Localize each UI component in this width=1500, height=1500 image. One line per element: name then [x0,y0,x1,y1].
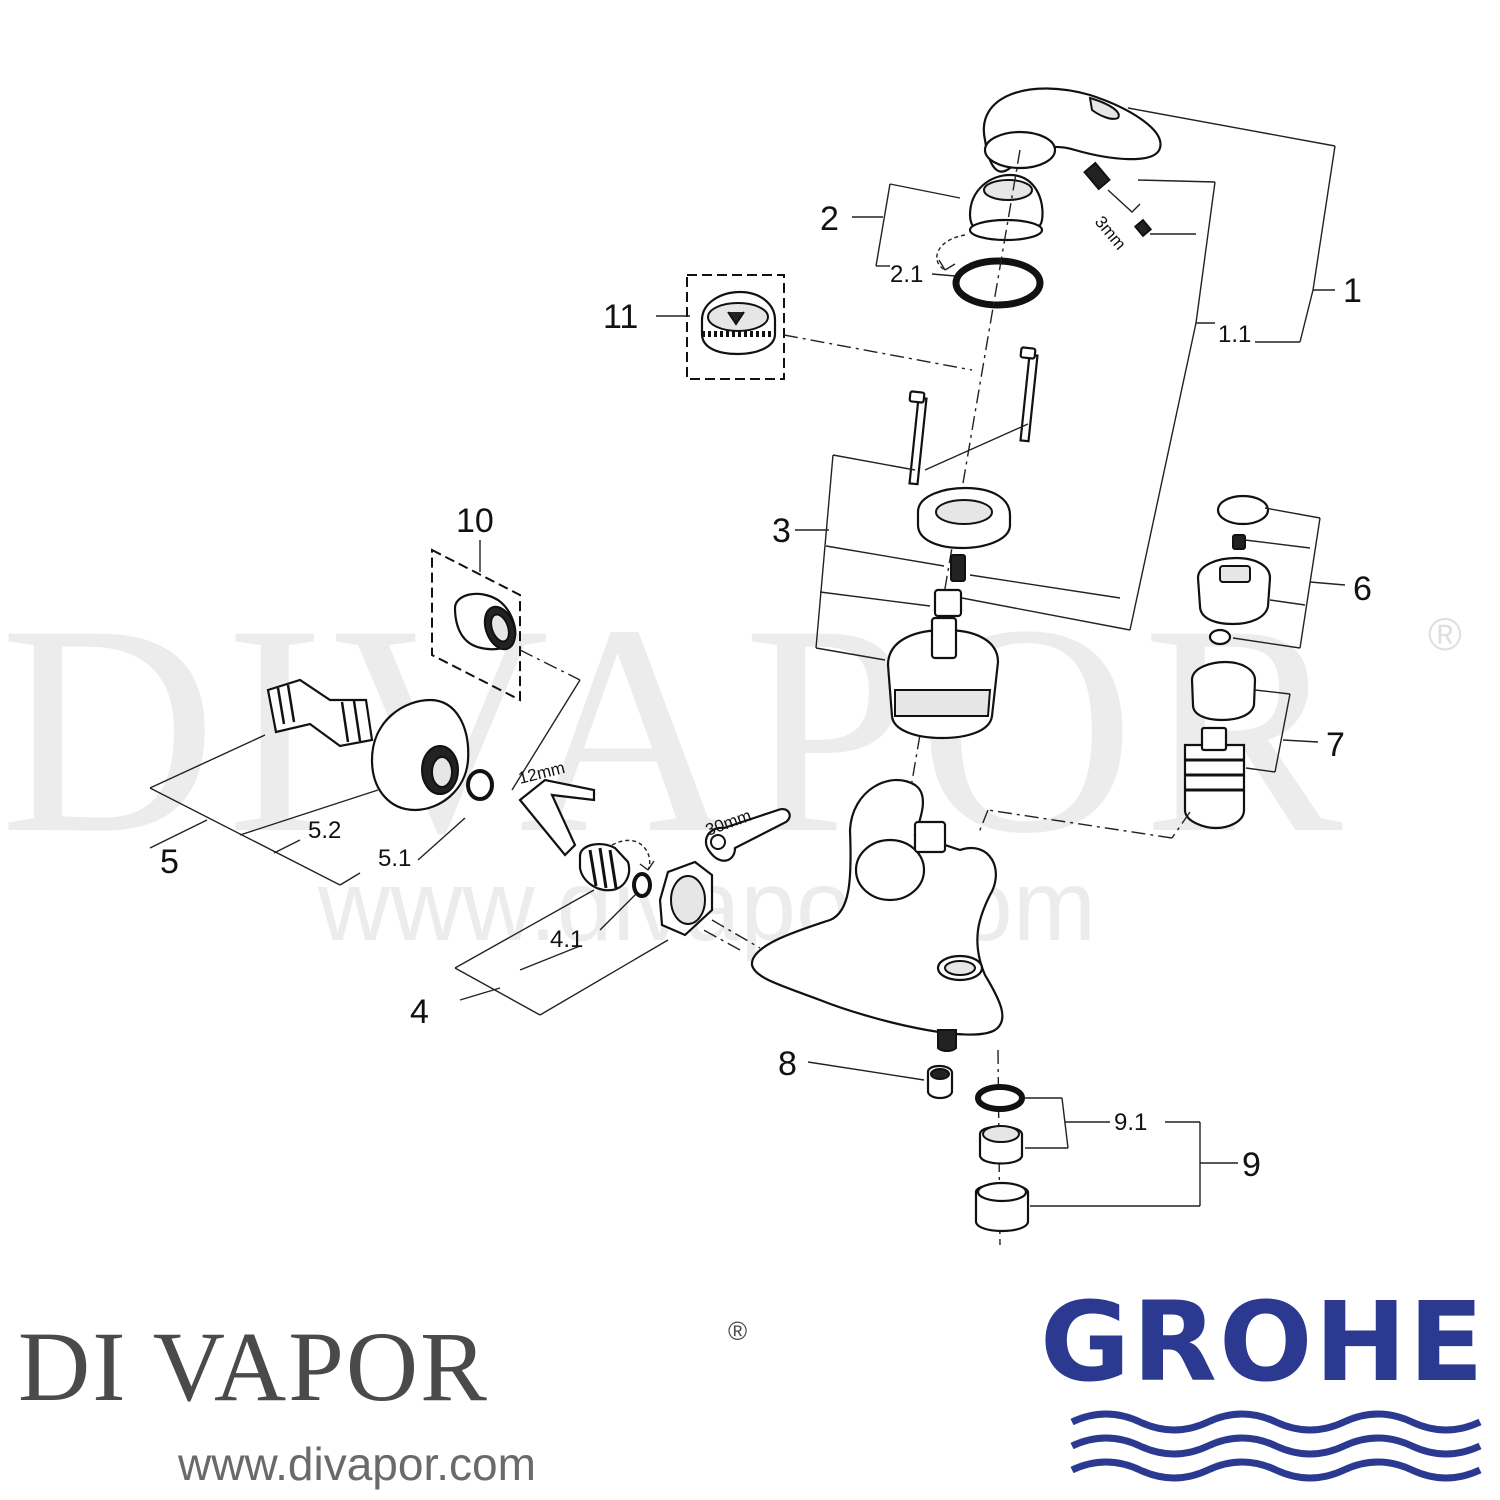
part-1-lever-handle [982,87,1162,173]
grub-screw [1083,161,1153,238]
part-4-nipple [578,843,652,898]
grohe-logo: GROHE [1040,1278,1486,1482]
callout-11: 11 [603,298,638,336]
mixer-body [750,779,1004,1052]
bracket-6 [1232,507,1346,649]
part-5-1-rosette [370,698,494,812]
part-3-spindle-parts [933,554,966,618]
part-8-check-valve [926,1064,954,1100]
callout-5-2: 5.2 [308,817,341,844]
part-4-nut [658,860,714,937]
grohe-wave-icon [1070,1410,1482,1482]
grohe-logo-text: GROHE [1040,1278,1486,1406]
watermark-registered: ® [1428,608,1462,660]
callout-7: 7 [1326,726,1345,764]
part-9-aerator [974,1084,1030,1232]
callout-6: 6 [1353,570,1372,608]
part-2-1-o-ring [952,257,1044,309]
allen-key-tool [518,778,596,857]
callout-5: 5 [160,843,179,881]
callout-10: 10 [456,502,494,540]
callout-9-1: 9.1 [1114,1109,1147,1136]
bracket-5 [149,734,466,886]
callout-2-1: 2.1 [890,261,923,288]
callout-2: 2 [820,200,839,238]
hex-key-size-label: 3mm [1091,212,1130,253]
part-11-temperature-stop [686,274,785,380]
bracket-2 [852,183,961,277]
part-2-cover-cap [968,173,1044,242]
hex-key-tool [1107,189,1141,213]
bracket-9 [1024,1097,1238,1207]
divapor-logo: DI VAPOR ® www.divapor.com [18,1311,747,1490]
callout-4: 4 [410,993,429,1031]
bracket-4 [454,889,669,1016]
watermark-text: DIVAPOR [0,563,1351,895]
part-10-adapter [431,548,521,702]
divapor-logo-text: DI VAPOR [18,1311,489,1422]
callout-1: 1 [1343,272,1362,310]
part-5-2-s-union [266,678,374,748]
divapor-registered-mark: ® [728,1316,747,1346]
callout-1-1: 1.1 [1218,321,1251,348]
callout-8: 8 [778,1045,797,1083]
part-7-diverter-cartridge [1183,660,1257,830]
divapor-url: www.divapor.com [177,1438,536,1490]
part-3-cartridge-body [886,616,1000,740]
bracket-7 [1245,689,1319,773]
callout-5-1: 5.1 [378,845,411,872]
bracket-3 [795,423,1029,661]
callout-3: 3 [772,512,791,550]
part-3-screws [908,346,1039,486]
spanner-tool [704,808,791,862]
callout-9: 9 [1242,1146,1261,1184]
part-6-diverter-cap [1196,494,1272,646]
callout-4-1: 4.1 [550,926,583,953]
bracket-1 [961,107,1336,631]
part-3-flange [916,486,1012,550]
